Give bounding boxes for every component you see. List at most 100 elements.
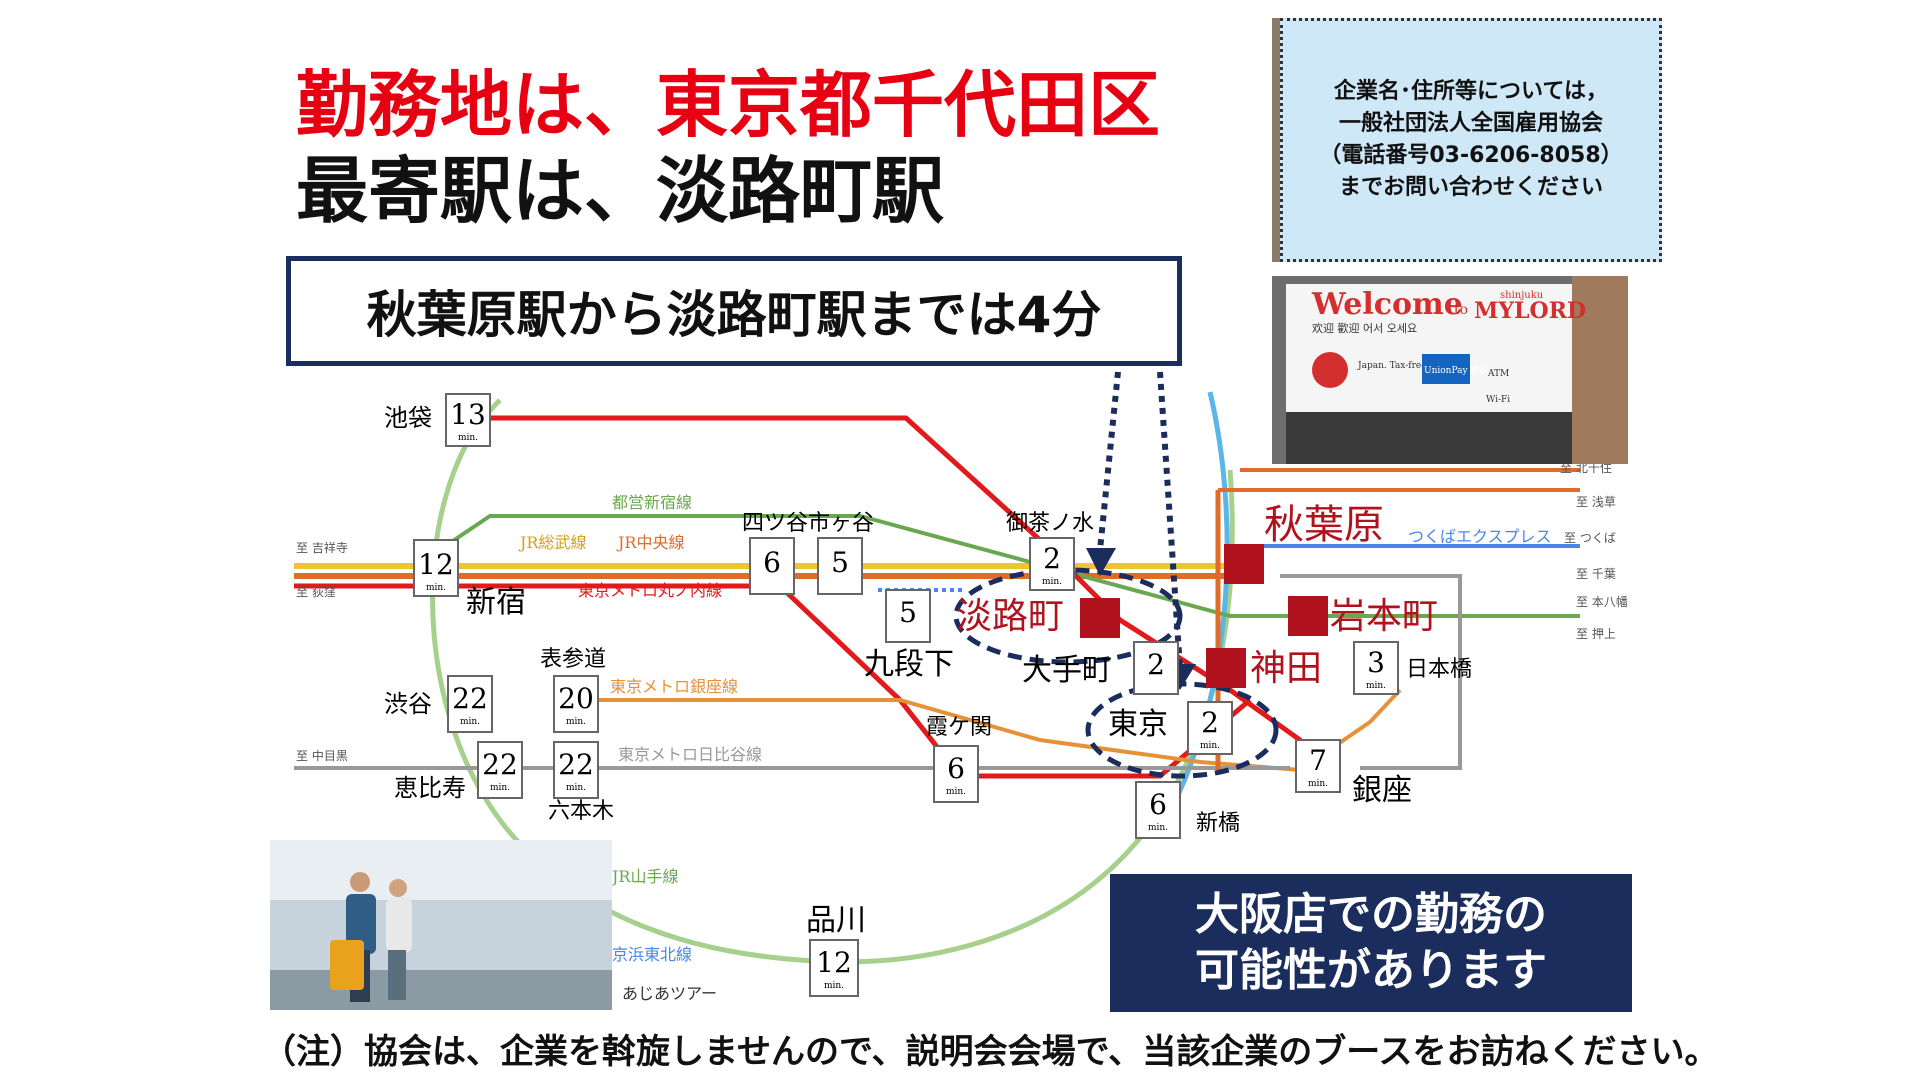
headline: 勤務地は、東京都千代田区 最寄駅は、淡路町駅: [296, 62, 1196, 234]
svg-text:Wi-Fi: Wi-Fi: [1486, 395, 1510, 405]
svg-text:min.: min.: [1148, 823, 1168, 833]
line-label: JR山手線: [610, 867, 678, 886]
station-label: 恵比寿: [394, 774, 466, 802]
svg-text:ATM: ATM: [1487, 369, 1509, 379]
minute-box: 6 min.: [1135, 781, 1181, 839]
svg-text:20: 20: [558, 682, 594, 715]
svg-text:5: 5: [831, 546, 849, 579]
svg-text:min.: min.: [566, 717, 586, 727]
minute-box: 2 min.: [1187, 701, 1233, 755]
svg-text:min.: min.: [460, 717, 480, 727]
svg-text:22: 22: [558, 748, 594, 781]
minute-box: 13 min.: [445, 393, 491, 447]
line-label: つくばエクスプレス: [1408, 527, 1552, 546]
line-label: JR総武線: [518, 533, 586, 552]
osaka-line: 可能性があります: [1195, 945, 1547, 996]
contact-notice-text: 企業名･住所等については， 一般社団法人全国雇用協会 （電話番号03-6206-…: [1319, 76, 1622, 204]
svg-text:22: 22: [452, 682, 488, 715]
station-label: 神田: [1250, 648, 1322, 689]
svg-text:min.: min.: [1366, 681, 1386, 691]
osaka-branch-text: 大阪店での勤務の 可能性があります: [1195, 887, 1547, 999]
svg-text:to: to: [1454, 302, 1468, 318]
svg-text:min.: min.: [426, 583, 446, 593]
minute-box: 6: [749, 537, 795, 595]
mylord-welcome-photo: Welcome to shinjuku MYLORD 欢迎 歡迎 어서 오세요 …: [1272, 276, 1628, 464]
station-label: 東京: [1108, 707, 1168, 742]
destination-label: 至 北千住: [1560, 461, 1612, 475]
station-label: 市ヶ谷: [808, 511, 874, 536]
destination-label: 至 中目黒: [296, 748, 348, 763]
line-label: JR中央線: [616, 533, 684, 552]
awajicho-arrowhead: [1086, 548, 1116, 576]
minute-box: 6 min.: [933, 745, 979, 803]
minute-box: 5: [817, 537, 863, 595]
svg-text:13: 13: [450, 398, 486, 431]
minute-box: 5: [885, 589, 931, 643]
kanda-marker: [1206, 648, 1246, 688]
svg-text:min.: min.: [824, 981, 844, 991]
footnote: （注）協会は、企業を斡旋しませんので、説明会会場で、当該企業のブースをお訪ねくだ…: [262, 1032, 1719, 1072]
svg-text:7: 7: [1309, 744, 1327, 777]
station-label: 新橋: [1196, 811, 1240, 836]
notice-photo-edge: [1272, 18, 1282, 262]
minute-box: 22 min.: [477, 741, 523, 799]
station-label: 秋葉原: [1264, 502, 1384, 548]
svg-text:3: 3: [1367, 646, 1385, 679]
awajicho-marker: [1080, 598, 1120, 638]
minute-box: 2 min.: [1029, 537, 1075, 591]
destination-label: 至 本八幡: [1576, 594, 1628, 609]
notice-line: 企業名･住所等については，: [1334, 79, 1608, 104]
station-label: 渋谷: [384, 690, 432, 718]
minute-box: 22 min.: [447, 675, 493, 733]
station-label: 岩本町: [1330, 596, 1438, 637]
airport-travelers-photo: [270, 840, 612, 1010]
tokyo-highlight: [1085, 681, 1279, 779]
line-label: 東京メトロ丸ノ内線: [578, 581, 722, 600]
svg-text:min.: min.: [566, 783, 586, 793]
minute-box: 20 min.: [553, 675, 599, 733]
line-label: 東京メトロ日比谷線: [618, 745, 762, 764]
destination-label: 至 押上: [1576, 627, 1616, 641]
station-label: 御茶ノ水: [1006, 511, 1094, 536]
svg-text:2: 2: [1201, 706, 1219, 739]
minute-box: 2: [1133, 641, 1179, 695]
toei-shinjuku-line: [430, 514, 1580, 618]
svg-text:22: 22: [482, 748, 518, 781]
svg-text:min.: min.: [946, 787, 966, 797]
travel-time-header-box: 秋葉原駅から淡路町駅までは4分: [286, 256, 1182, 366]
svg-text:6: 6: [1149, 788, 1167, 821]
minute-box: 22 min.: [553, 741, 599, 799]
station-label: 霞ケ関: [926, 715, 992, 740]
station-label: 表参道: [540, 647, 606, 672]
svg-text:2: 2: [1043, 542, 1061, 575]
headline-workplace: 勤務地は、東京都千代田区: [296, 63, 1161, 147]
tokyo-arrow: [1157, 371, 1183, 669]
svg-text:2: 2: [1147, 648, 1165, 681]
minute-box: 12 min.: [413, 539, 459, 597]
svg-text:shinjuku: shinjuku: [1500, 290, 1544, 301]
yamanote-line-upper: [500, 382, 1230, 470]
contact-notice-box: 企業名･住所等については， 一般社団法人全国雇用協会 （電話番号03-6206-…: [1280, 18, 1662, 262]
keihin-line: [1157, 391, 1230, 832]
svg-text:MYLORD: MYLORD: [1474, 298, 1586, 324]
iwamotocho-marker: [1288, 596, 1328, 636]
station-label: 四ツ谷: [742, 511, 808, 536]
svg-text:min.: min.: [1308, 779, 1328, 789]
station-label: 銀座: [1352, 773, 1412, 808]
minute-box: 7 min.: [1295, 739, 1341, 793]
station-label: 品川: [806, 903, 866, 938]
photo-credit: あじあツアー: [622, 984, 718, 1003]
line-label: 都営新宿線: [612, 493, 692, 512]
minute-box: 3 min.: [1353, 641, 1399, 695]
station-label: 大手町: [1022, 653, 1112, 688]
station-label: 六本木: [548, 799, 614, 824]
svg-text:UnionPay 银联: UnionPay 银联: [1424, 364, 1488, 376]
destination-label: 至 荻窪: [296, 584, 336, 599]
svg-text:12: 12: [418, 548, 454, 581]
headline-nearest-station: 最寄駅は、淡路町駅: [296, 149, 945, 233]
svg-text:min.: min.: [1200, 741, 1220, 751]
destination-label: 至 浅草: [1576, 495, 1616, 509]
destination-label: 至 つくば: [1564, 531, 1616, 545]
minute-box: 12 min.: [809, 939, 859, 997]
